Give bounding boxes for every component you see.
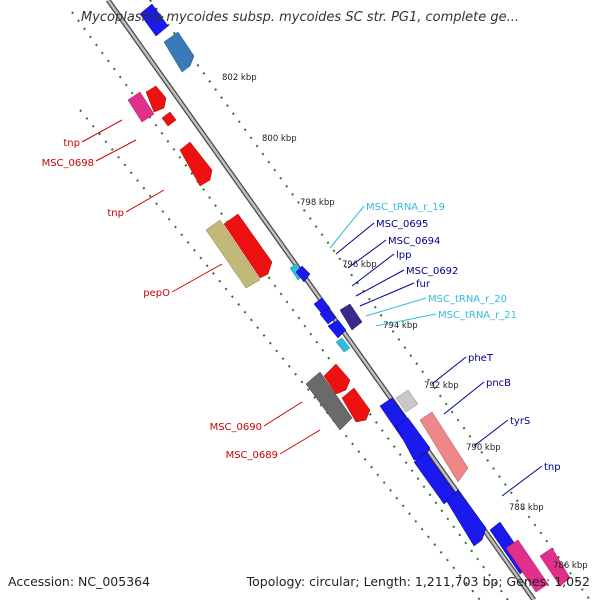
tick-labels: 802 kbp 800 kbp 798 kbp 796 kbp 794 kbp 792 k… [222,73,588,571]
gene-label[interactable]: tnp [107,208,124,219]
gene-feature[interactable] [305,371,353,431]
gene-label[interactable]: pheT [468,353,494,364]
gene-feature[interactable] [395,389,419,413]
gene-label[interactable]: MSC_tRNA_r_20 [428,294,507,305]
gene-label-leader [279,429,321,455]
gene-feature[interactable] [341,387,371,423]
gene-label[interactable]: pepO [143,288,170,299]
gene-label-leader [125,189,165,213]
gene-label[interactable]: tnp [63,138,80,149]
gene-feature[interactable] [145,85,167,113]
tick-guide-far [79,109,481,601]
gene-feature[interactable] [335,337,351,353]
gene-label[interactable]: MSC_0692 [406,266,458,277]
gene-label[interactable]: MSC_tRNA_r_19 [366,202,445,213]
gene-label-leader [81,119,123,143]
tick-label: 786 kbp [553,561,588,571]
gene-label-leader [443,381,485,415]
gene-label[interactable]: tyrS [510,416,530,427]
gene-feature[interactable] [139,3,169,37]
gene-feature[interactable] [327,319,347,339]
gene-label[interactable]: MSC_0689 [226,450,278,461]
gene-label-leader [359,282,415,307]
gene-label-leader [501,465,543,497]
topology-text: Topology: circular; Length: 1,211,703 bp… [246,574,590,589]
gene-label-leader [365,297,427,317]
tick-label: 800 kbp [262,134,297,144]
gene-label-leader [375,313,437,327]
gene-feature[interactable] [223,213,273,279]
gene-feature[interactable] [319,307,337,325]
gene-feature[interactable] [445,489,487,547]
gene-label[interactable]: MSC_0695 [376,219,428,230]
gene-feature[interactable] [163,31,195,73]
accession-text: Accession: NC_005364 [8,574,151,589]
gene-label[interactable]: MSC_0694 [388,236,440,247]
gene-label-leader [171,263,223,293]
gene-label-leader [473,419,509,447]
gene-feature[interactable] [339,303,363,331]
gene-label-leader [355,269,405,297]
gene-label-leader [351,253,395,287]
tick-guide-inner [149,0,591,601]
tick-label: 802 kbp [222,73,257,83]
tick-label: 796 kbp [342,260,377,270]
gene-feature[interactable] [505,539,549,593]
tick-label: 794 kbp [383,321,418,331]
gene-labels: tnpMSC_0698tnppepOMSC_0690MSC_0689MSC_tR… [42,119,561,497]
gene-label[interactable]: pncB [486,378,511,389]
gene-feature[interactable] [323,363,351,395]
gene-feature[interactable] [179,141,213,187]
gene-label-leader [347,239,387,269]
gene-feature[interactable] [205,219,261,289]
gene-feature[interactable] [539,547,571,587]
gene-label[interactable]: MSC_0698 [42,158,94,169]
tick-label: 798 kbp [300,198,335,208]
gene-label[interactable]: MSC_tRNA_r_21 [438,310,517,321]
tick-label: 792 kbp [424,381,459,391]
tick-guide-outer [71,11,509,601]
gene-label-leader [263,401,303,427]
gene-feature[interactable] [419,411,469,483]
gene-label[interactable]: MSC_0690 [210,422,262,433]
gene-label-leader [329,205,365,249]
gene-label[interactable]: fur [416,279,431,290]
gene-feature[interactable] [295,265,311,283]
gene-label-leader [335,222,375,255]
genome-title: Mycoplasma mycoides subsp. mycoides SC s… [80,10,520,25]
tick-label: 788 kbp [509,503,544,513]
tick-label: 790 kbp [466,443,501,453]
gene-label[interactable]: tnp [544,462,561,473]
gene-label-leader [95,139,137,162]
gene-label-leader [431,356,467,385]
gene-label[interactable]: lpp [396,250,411,261]
gene-feature[interactable] [161,111,177,127]
gene-feature[interactable] [127,91,155,123]
